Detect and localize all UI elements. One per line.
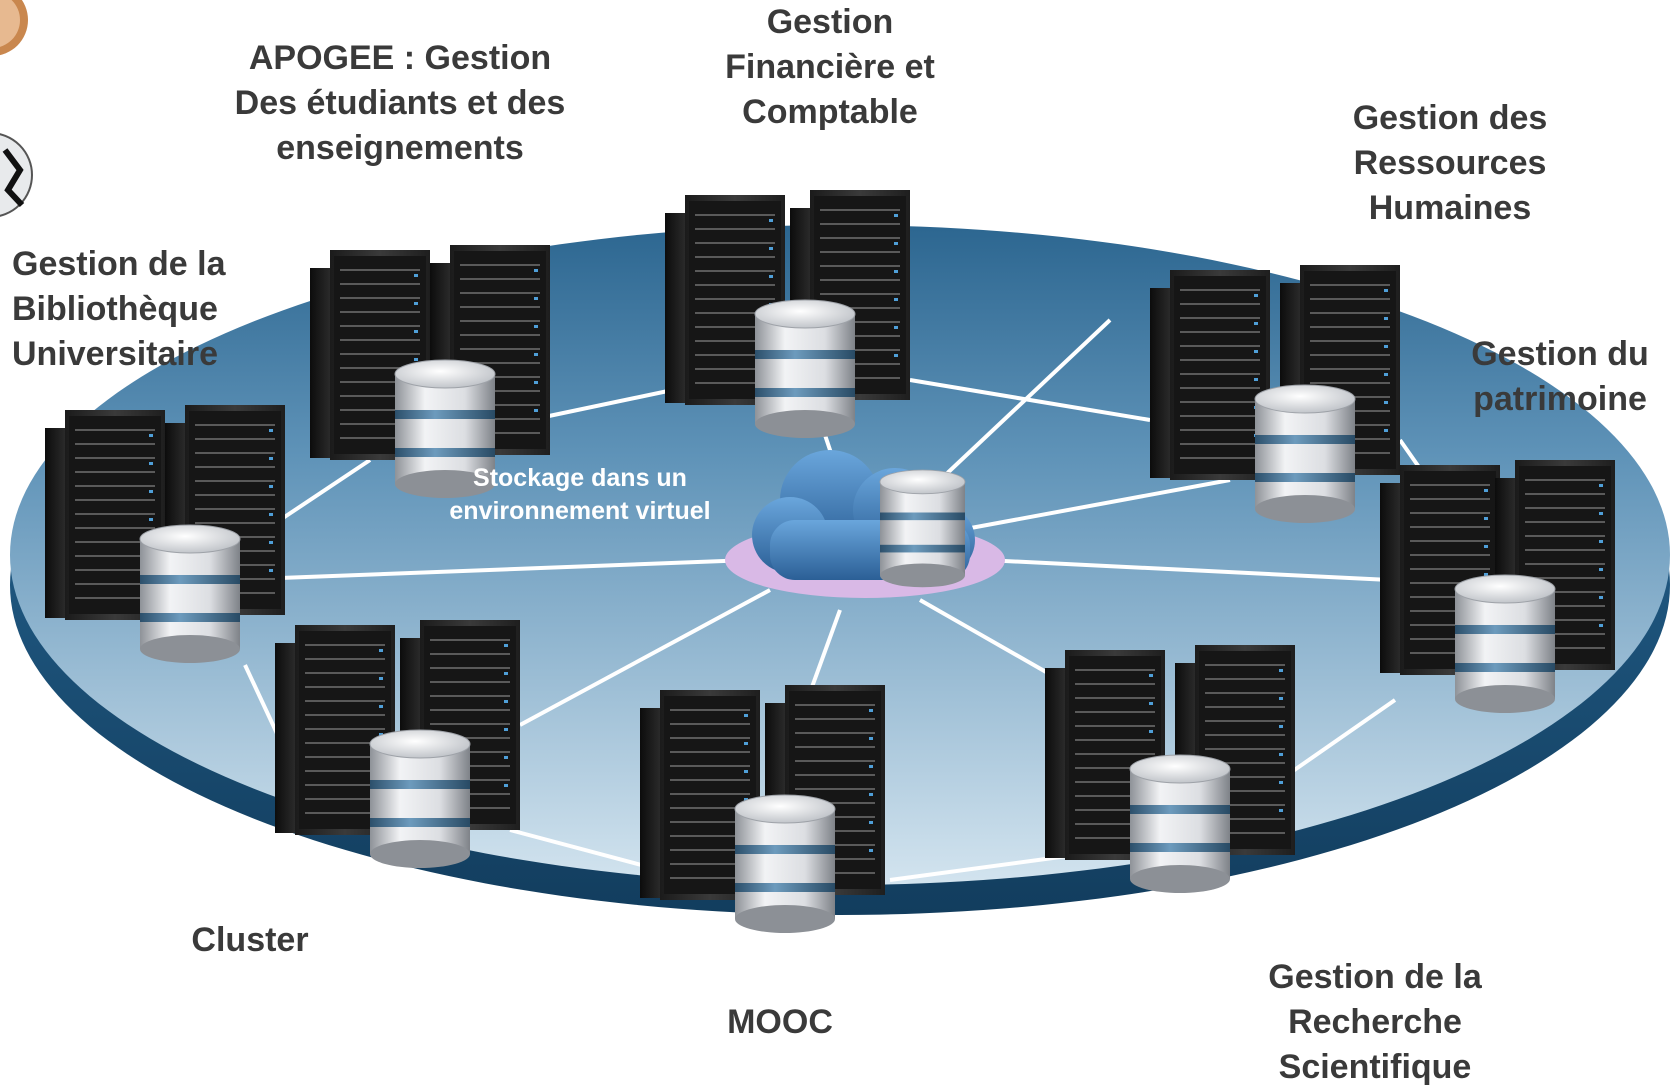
- label-rh: Gestion des Ressources Humaines: [1352, 99, 1548, 227]
- cloud-storage-icon: [725, 450, 1005, 598]
- label-patrimoine: Gestion du patrimoine: [1471, 335, 1649, 418]
- label-finance: Gestion Financière et Comptable: [725, 3, 935, 131]
- label-recherche: Gestion de la Recherche Scientifique: [1268, 958, 1482, 1086]
- avatar-image-top: [0, 0, 28, 56]
- label-apogee: APOGEE : Gestion Des étudiants et des en…: [234, 39, 566, 167]
- avatar-image-bottom: [0, 133, 33, 217]
- virtual-storage-label: Stockage dans un environnement virtuel: [449, 464, 711, 525]
- label-mooc: MOOC: [727, 1003, 833, 1041]
- label-cluster: Cluster: [191, 921, 309, 959]
- network-connectors: [243, 318, 1437, 882]
- label-bibliotheque: Gestion de la Bibliothèque Universitaire: [12, 245, 226, 373]
